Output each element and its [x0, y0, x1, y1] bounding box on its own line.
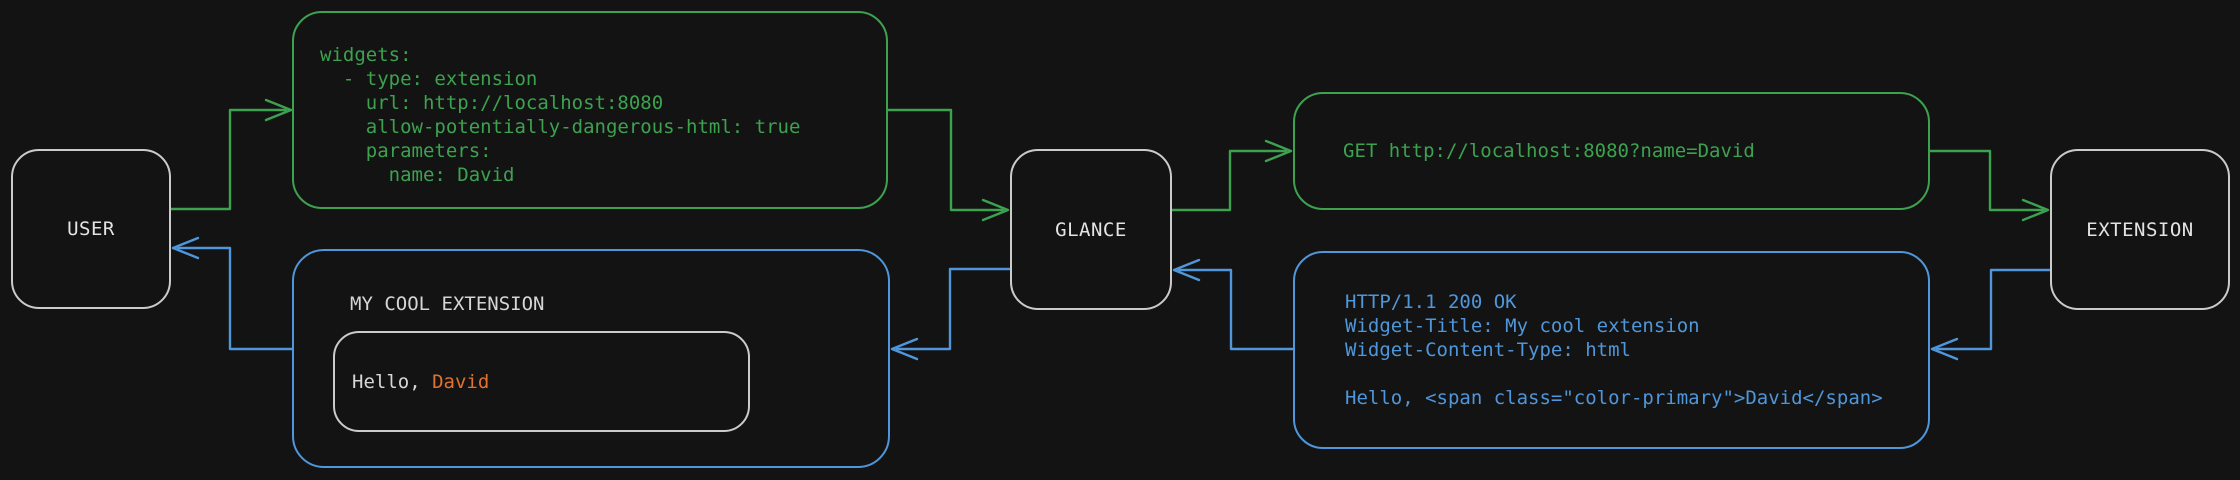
- config-line: - type: extension: [320, 68, 538, 90]
- config-line: url: http://localhost:8080: [320, 92, 664, 114]
- http-get-request-box: GET http://localhost:8080?name=David: [1293, 92, 1930, 210]
- response-line: Hello, <span class="color-primary">David…: [1345, 387, 1883, 409]
- greeting-name: David: [432, 370, 490, 393]
- response-line: [1345, 362, 1914, 386]
- response-arrow-widget-to-user: [171, 236, 294, 351]
- extension-node-label: EXTENSION: [2086, 218, 2194, 241]
- request-arrow-get-to-extension: [1928, 149, 2050, 222]
- request-arrow-user-to-config: [169, 98, 293, 211]
- response-arrow-glance-to-widget: [890, 267, 1012, 361]
- user-node-label: USER: [67, 218, 115, 240]
- http-response-box: HTTP/1.1 200 OK Widget-Title: My cool ex…: [1293, 251, 1930, 449]
- response-line: Widget-Content-Type: html: [1345, 339, 1631, 361]
- config-line: name: David: [320, 164, 515, 186]
- response-arrow-extension-to-response: [1930, 268, 2052, 361]
- rendered-widget-box: MY COOL EXTENSION Hello, David: [292, 249, 890, 468]
- http-get-request-line: GET http://localhost:8080?name=David: [1343, 140, 1755, 162]
- config-line: parameters:: [320, 140, 492, 162]
- greeting-prefix: Hello,: [352, 370, 433, 393]
- rendered-greeting: Hello, David: [352, 371, 489, 393]
- config-line: allow-potentially-dangerous-html: true: [320, 116, 801, 138]
- request-arrow-config-to-glance: [886, 108, 1010, 222]
- config-line: widgets:: [320, 44, 412, 66]
- rendered-widget-frame: Hello, David: [333, 331, 750, 432]
- user-node: USER: [11, 149, 171, 309]
- response-line: HTTP/1.1 200 OK: [1345, 291, 1517, 313]
- extension-node: EXTENSION: [2050, 149, 2230, 310]
- glance-node-label: GLANCE: [1055, 218, 1127, 241]
- request-arrow-glance-to-get: [1170, 139, 1293, 212]
- response-line: Widget-Title: My cool extension: [1345, 315, 1700, 337]
- glance-node: GLANCE: [1010, 149, 1172, 310]
- glance-config-yaml-box: widgets: - type: extension url: http://l…: [292, 11, 888, 209]
- response-arrow-response-to-glance: [1172, 258, 1295, 351]
- rendered-widget-title: MY COOL EXTENSION: [350, 293, 545, 315]
